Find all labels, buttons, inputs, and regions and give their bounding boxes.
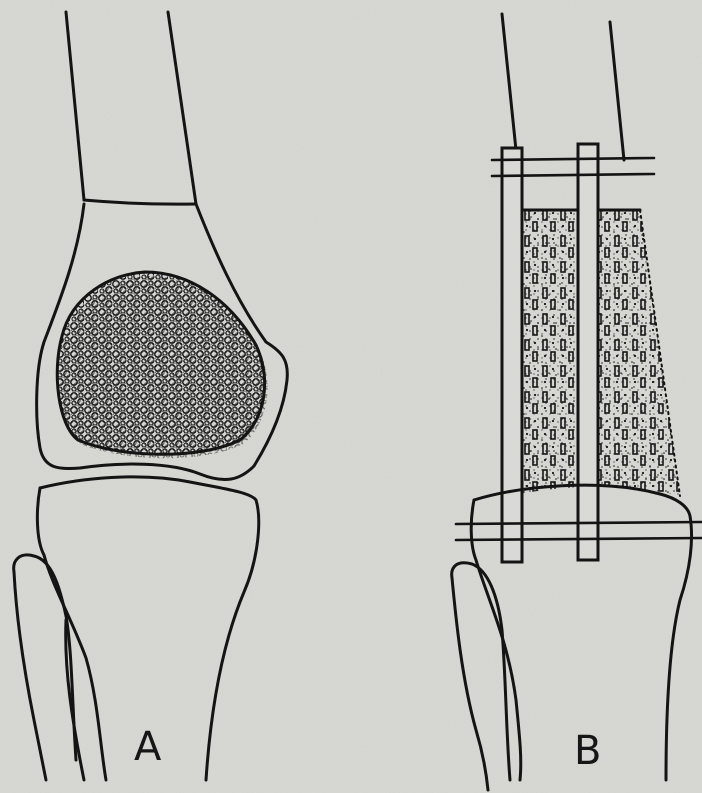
panel-label-b: B — [574, 728, 601, 774]
panel-label-a: A — [134, 724, 162, 770]
fixation-rod-right — [578, 144, 598, 560]
fixation-rod-left — [502, 148, 522, 562]
